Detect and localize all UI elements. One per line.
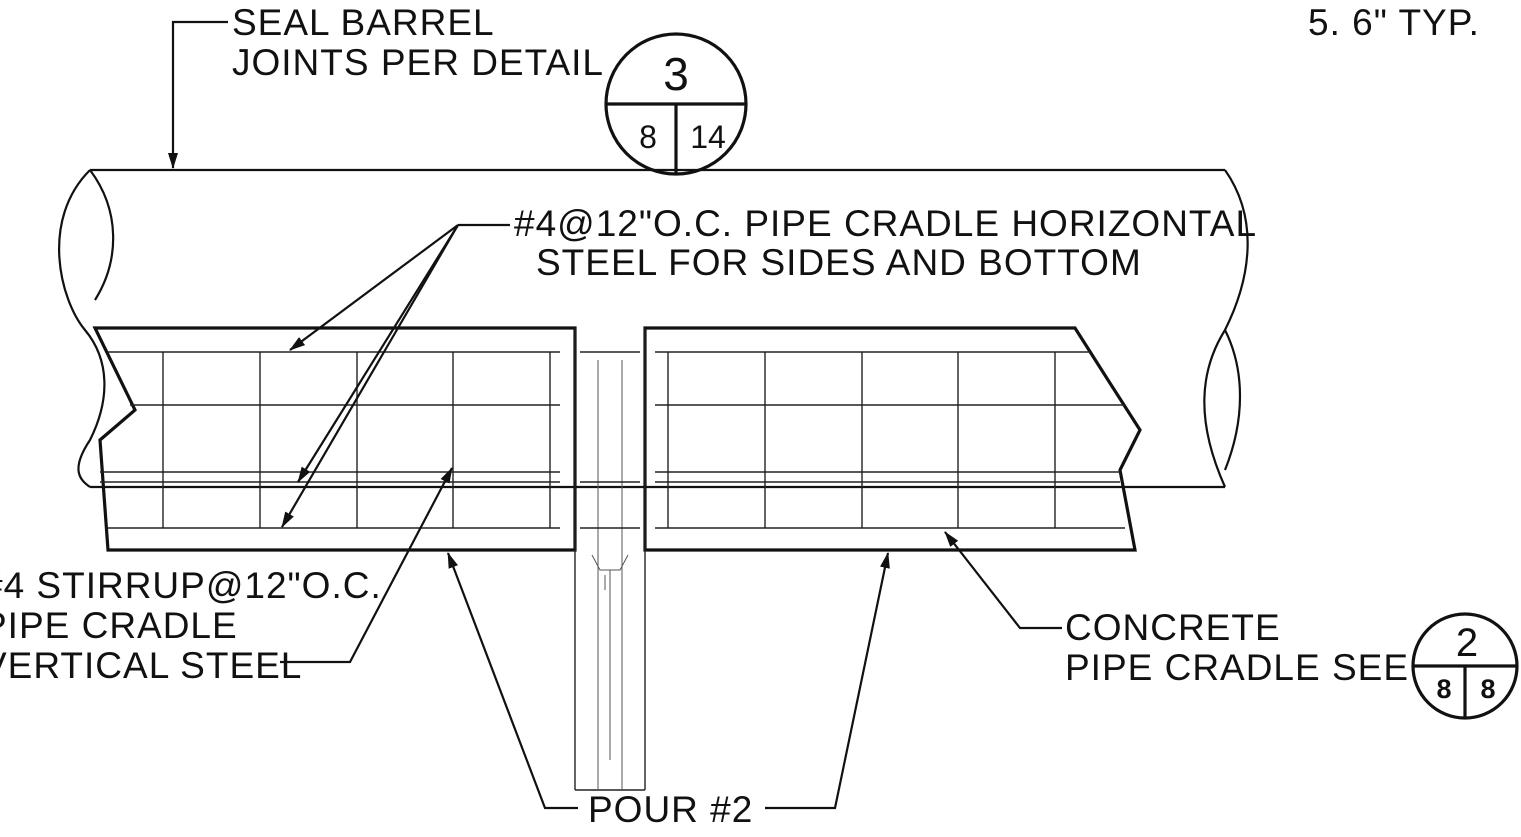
pipe-left-break-2: [89, 169, 115, 301]
cradle-right: [643, 326, 1142, 552]
pour-joint: [574, 328, 646, 791]
stirrup-label-1: #4 STIRRUP@12"O.C.: [0, 565, 382, 606]
pipe-left-break: [58, 169, 106, 488]
concrete-label-1: CONCRETE: [1065, 607, 1281, 648]
pour-leader-left: [446, 552, 578, 810]
horiz-steel-label-2: STEEL FOR SIDES AND BOTTOM: [536, 242, 1142, 283]
stirrup-label-3: VERTICAL STEEL: [0, 645, 302, 686]
concrete-label-2: PIPE CRADLE SEE: [1065, 647, 1409, 688]
stirrup-leader: [280, 467, 453, 664]
horiz-steel-label-1: #4@12"O.C. PIPE CRADLE HORIZONTAL: [514, 203, 1257, 244]
leader-arrow: [297, 224, 459, 483]
pour-leader-right: [765, 552, 890, 810]
horiz-steel-leaders: [281, 223, 510, 528]
bubble-sheet-left: 8: [1436, 674, 1451, 704]
seal-barrel-leader: [168, 20, 228, 169]
leader-arrow: [281, 224, 459, 528]
pipe-barrel: [58, 168, 1249, 489]
keyway-notch: [591, 554, 629, 571]
bubble-sheet-right: 8: [1480, 674, 1495, 704]
bubble-detail-number: 3: [663, 48, 689, 100]
seal-barrel-label-1: SEAL BARREL: [232, 2, 495, 43]
cradle-right-outline: [643, 326, 1142, 552]
pour-label: POUR #2: [588, 789, 753, 830]
pipe-right-break-2: [1223, 329, 1242, 471]
cradle-left-outline: [92, 326, 577, 552]
bubble-sheet-left: 8: [639, 119, 657, 155]
cradle-left: [92, 326, 577, 552]
bubble-sheet-right: 14: [690, 119, 726, 155]
leader-arrow: [289, 224, 459, 351]
bubble-detail-number: 2: [1456, 621, 1478, 665]
detail-bubble-joint[interactable]: 3 8 14: [604, 32, 748, 176]
typ-note: 5. 6" TYP.: [1308, 2, 1480, 43]
stirrup-label-2: PIPE CRADLE: [0, 605, 238, 646]
detail-bubble-cradle[interactable]: 2 8 8: [1411, 612, 1519, 720]
seal-barrel-label-2: JOINTS PER DETAIL: [232, 42, 604, 83]
concrete-leader: [944, 531, 1062, 630]
